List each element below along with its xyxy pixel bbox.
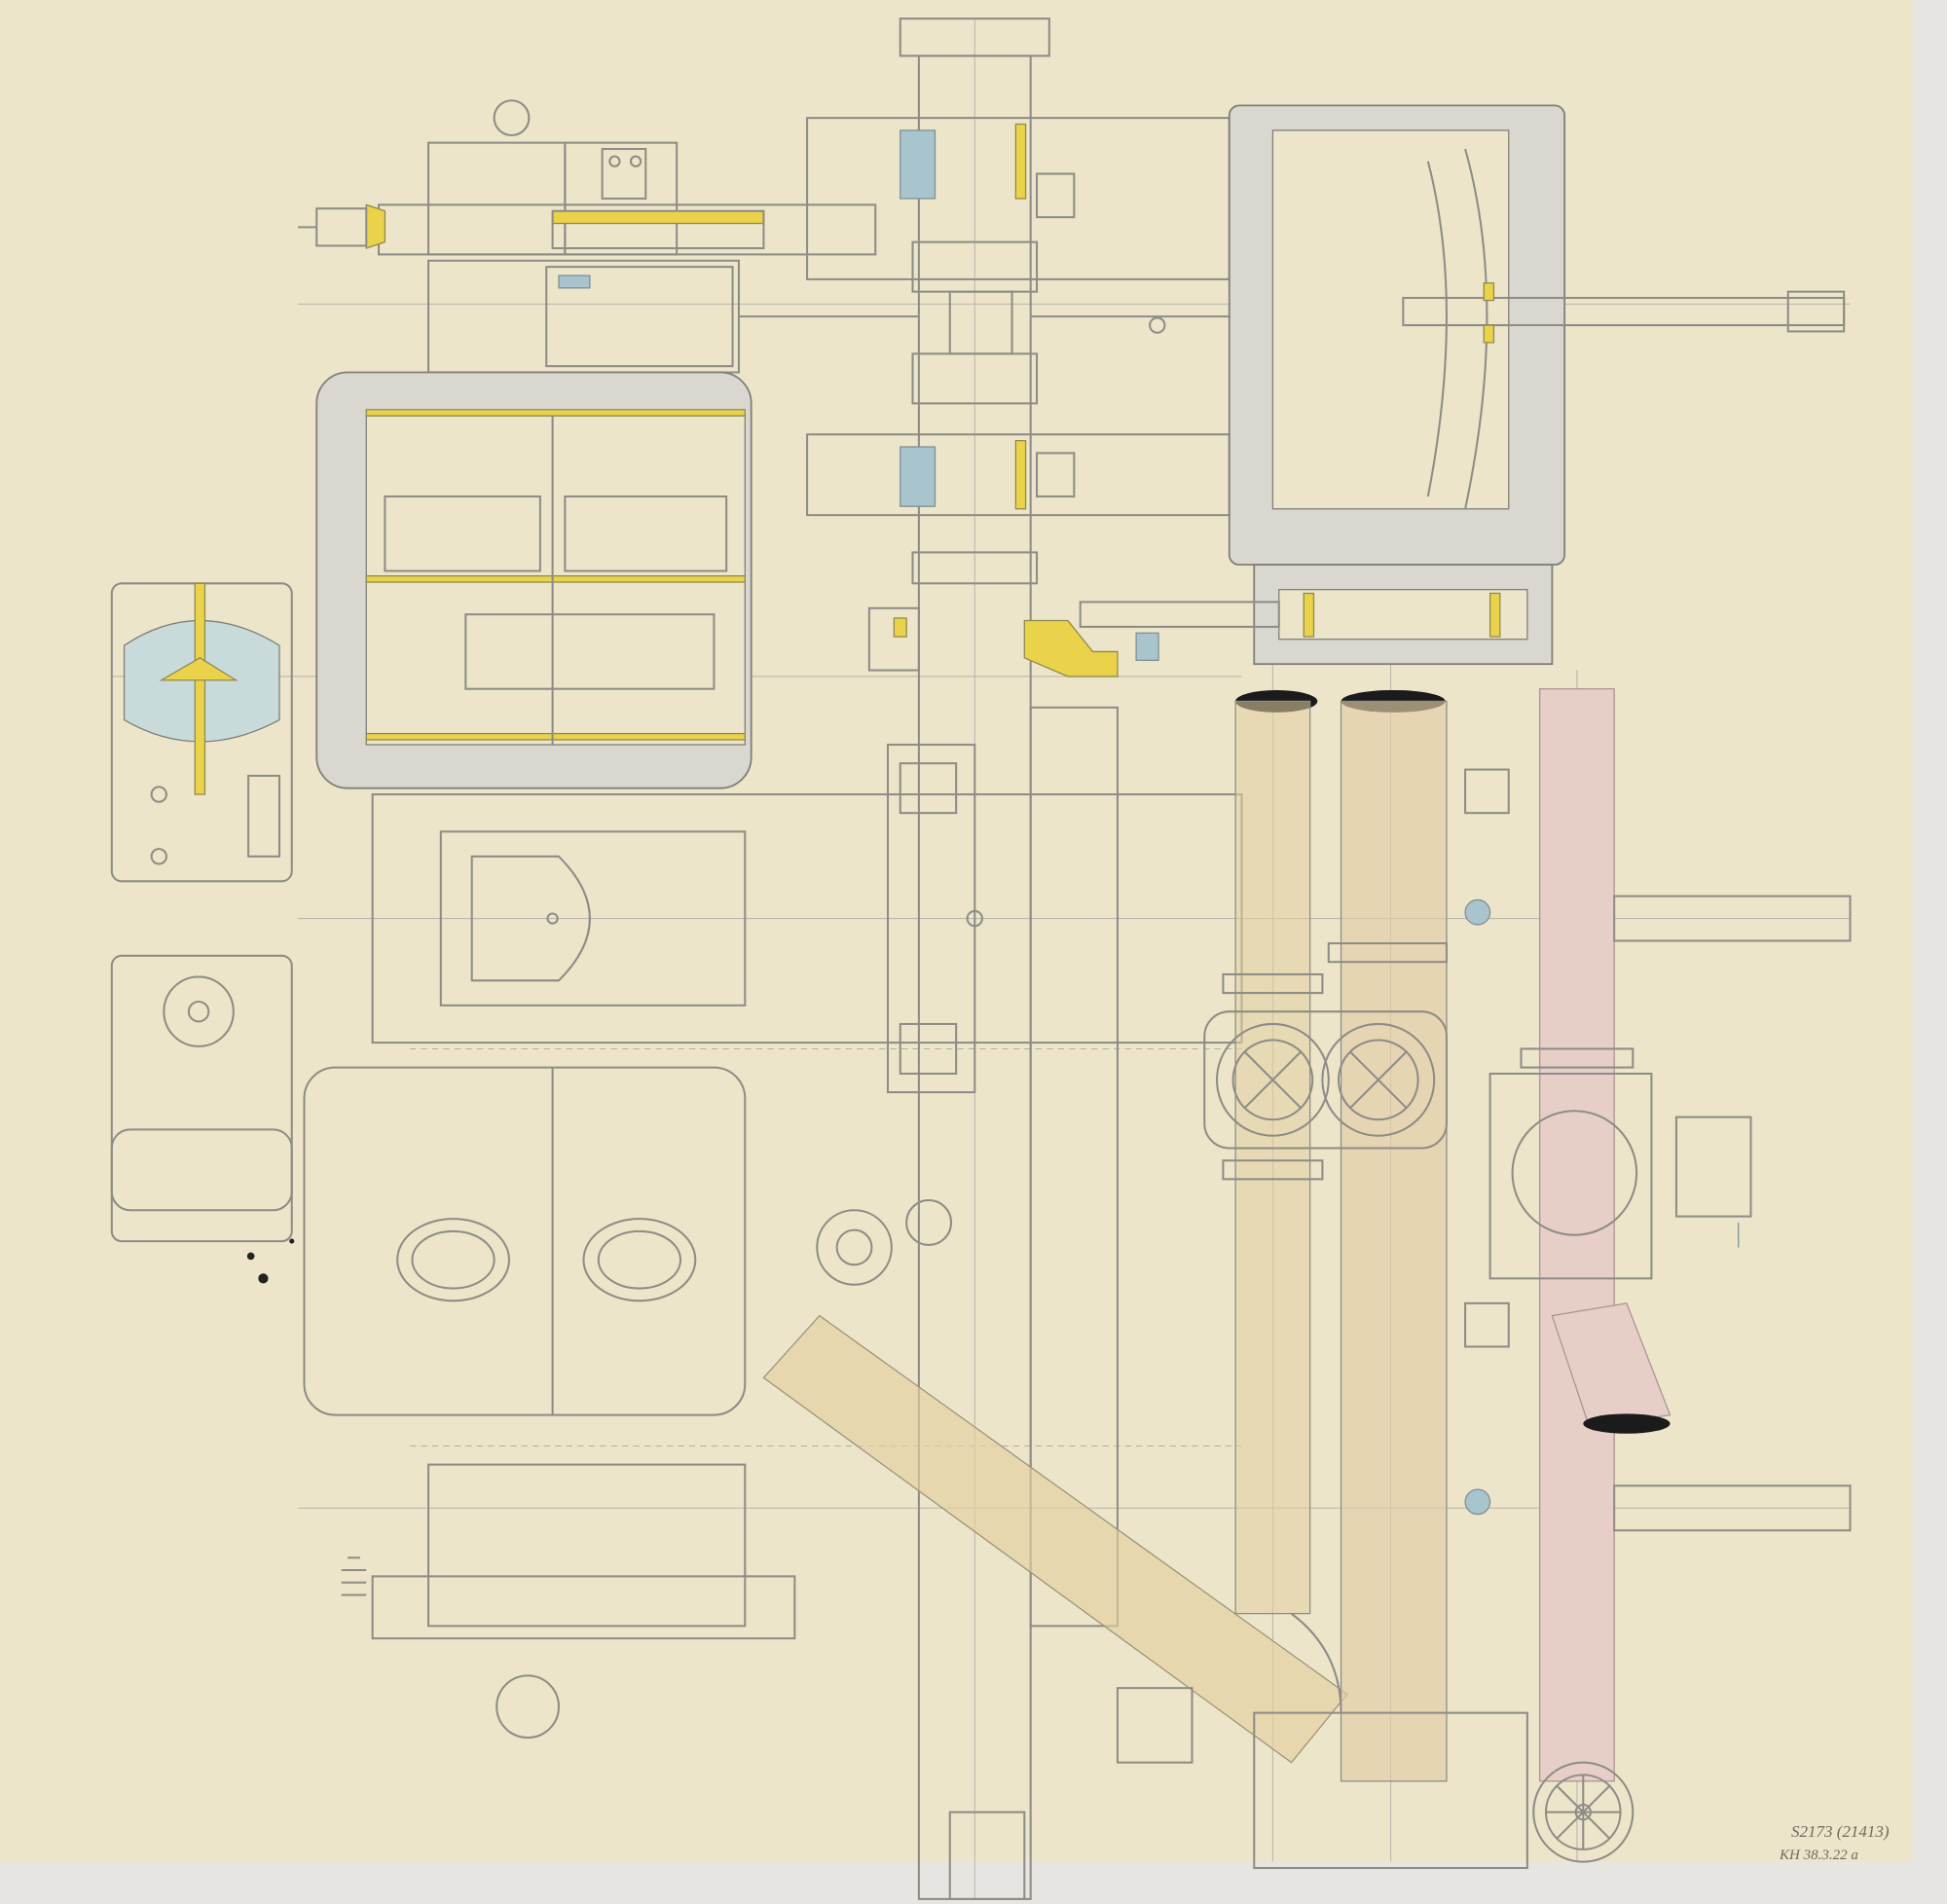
inventory-number: KH 38.3.22 a: [1780, 1848, 1858, 1863]
pipe-section-right: [1583, 1413, 1671, 1434]
tube-left: [1234, 700, 1311, 1615]
right-rods: [1613, 895, 1852, 1532]
valve-wheels: [1203, 768, 1653, 1516]
ink-blots: [246, 1238, 295, 1284]
bottom-pump: [1116, 1612, 1635, 1870]
left-pump: [110, 582, 293, 883]
tube-mid: [1340, 700, 1448, 1782]
top-right-cylinder: [1079, 104, 1846, 713]
eccentric-fitting: [867, 606, 1159, 677]
left-cylinder: [315, 371, 753, 789]
lower-left-gear: [110, 954, 293, 1243]
lower-casing: [303, 1066, 953, 1739]
top-valve-chest: [298, 99, 877, 256]
catalogue-number: S2173 (21413): [1791, 1822, 1890, 1841]
middle-guide: [371, 706, 1243, 1628]
